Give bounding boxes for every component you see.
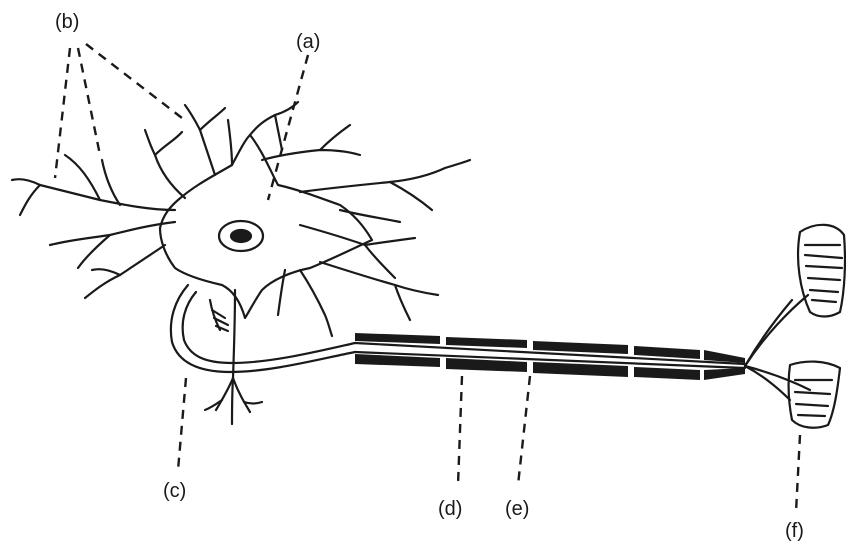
myelin-segment-5 <box>704 350 745 380</box>
leader-line-b-3 <box>86 44 182 118</box>
label-d: (d) <box>438 499 462 519</box>
dendrites-right <box>278 160 470 336</box>
dendrites-left <box>12 130 185 298</box>
leader-line-b-1 <box>55 48 70 178</box>
label-e: (e) <box>505 499 529 519</box>
muscle-fiber-upper <box>798 225 845 317</box>
label-c: (c) <box>163 481 186 501</box>
axon-terminals <box>745 295 810 400</box>
myelin-segment-1 <box>355 333 440 367</box>
nucleolus <box>231 230 251 242</box>
leader-line-e <box>518 376 530 485</box>
myelin-sheath <box>355 333 745 380</box>
leader-line-c <box>178 378 186 470</box>
muscle-fiber-lower <box>789 362 840 428</box>
myelin-segment-2 <box>446 337 527 372</box>
dendrites-top <box>185 102 360 175</box>
dendrites-bottom <box>205 290 262 424</box>
leader-line-d <box>458 376 462 485</box>
axon <box>171 285 355 372</box>
leader-line-b-2 <box>78 48 100 155</box>
label-f: (f) <box>785 521 804 541</box>
leader-line-f <box>796 435 800 512</box>
label-a: (a) <box>296 32 320 52</box>
label-b: (b) <box>55 12 79 32</box>
cell-body <box>160 135 372 318</box>
